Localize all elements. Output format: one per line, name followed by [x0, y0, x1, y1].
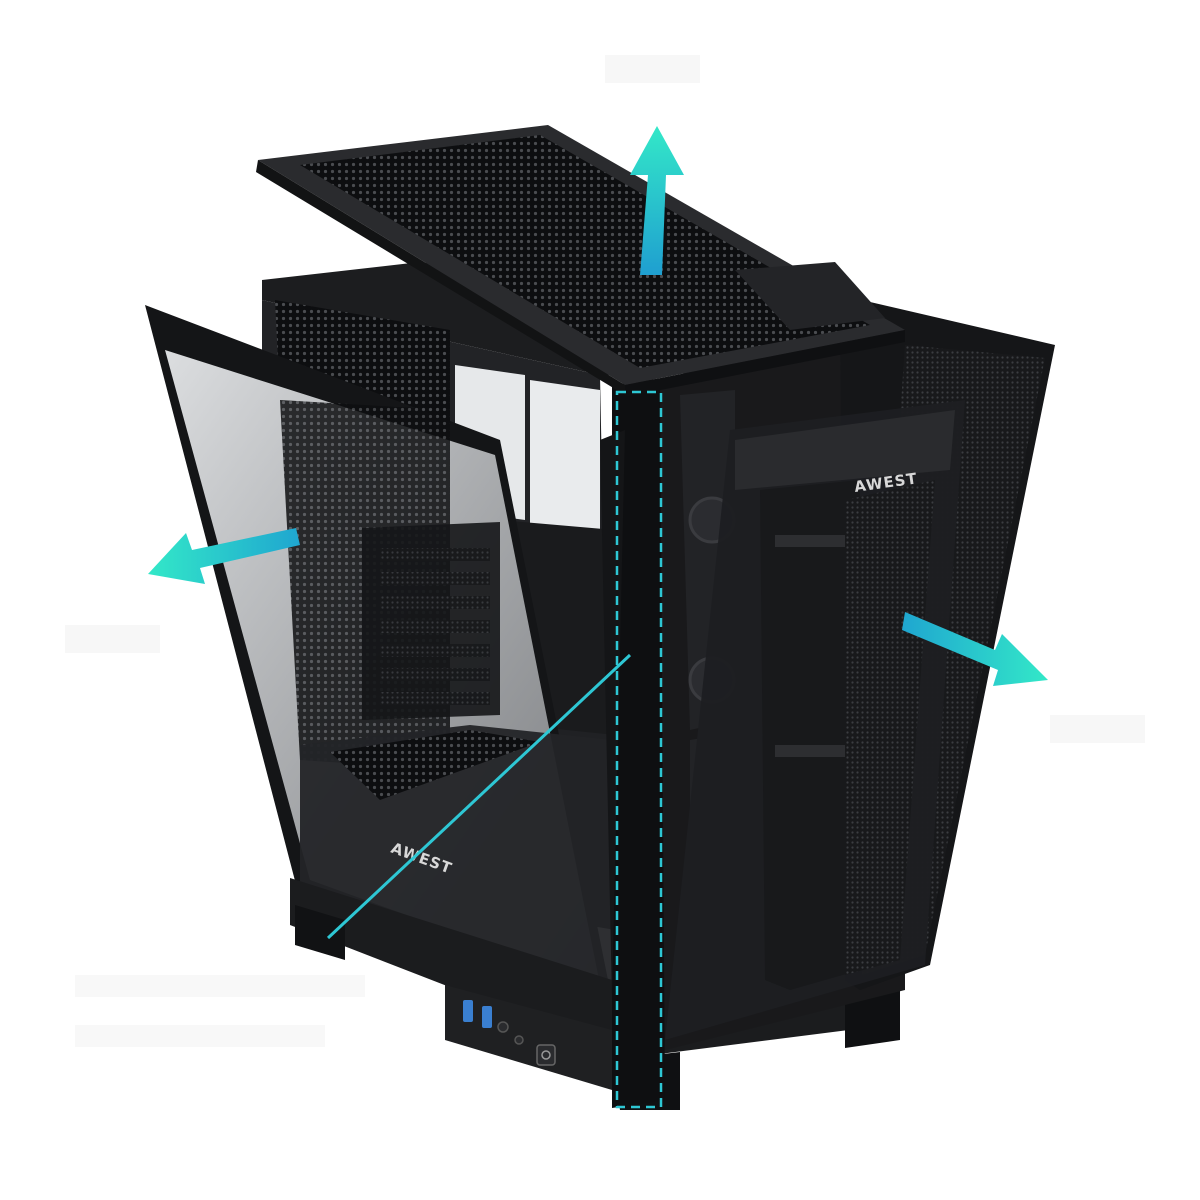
front-io-ports: [463, 1000, 556, 1066]
front-pillar-highlight: [326, 390, 663, 1109]
pillar-callout-line: [326, 653, 632, 940]
top-panel-remove-arrow: [630, 126, 684, 275]
faint-background-text: [65, 55, 1145, 1047]
left-glass-side-panel: AWEST: [145, 305, 612, 1000]
top-mesh-panel: [256, 125, 905, 397]
right-mesh-side-panel: AWEST: [665, 295, 1055, 1040]
left-glass-panel-remove-arrow: [148, 528, 300, 584]
right-mesh-panel-remove-arrow: [902, 612, 1048, 686]
